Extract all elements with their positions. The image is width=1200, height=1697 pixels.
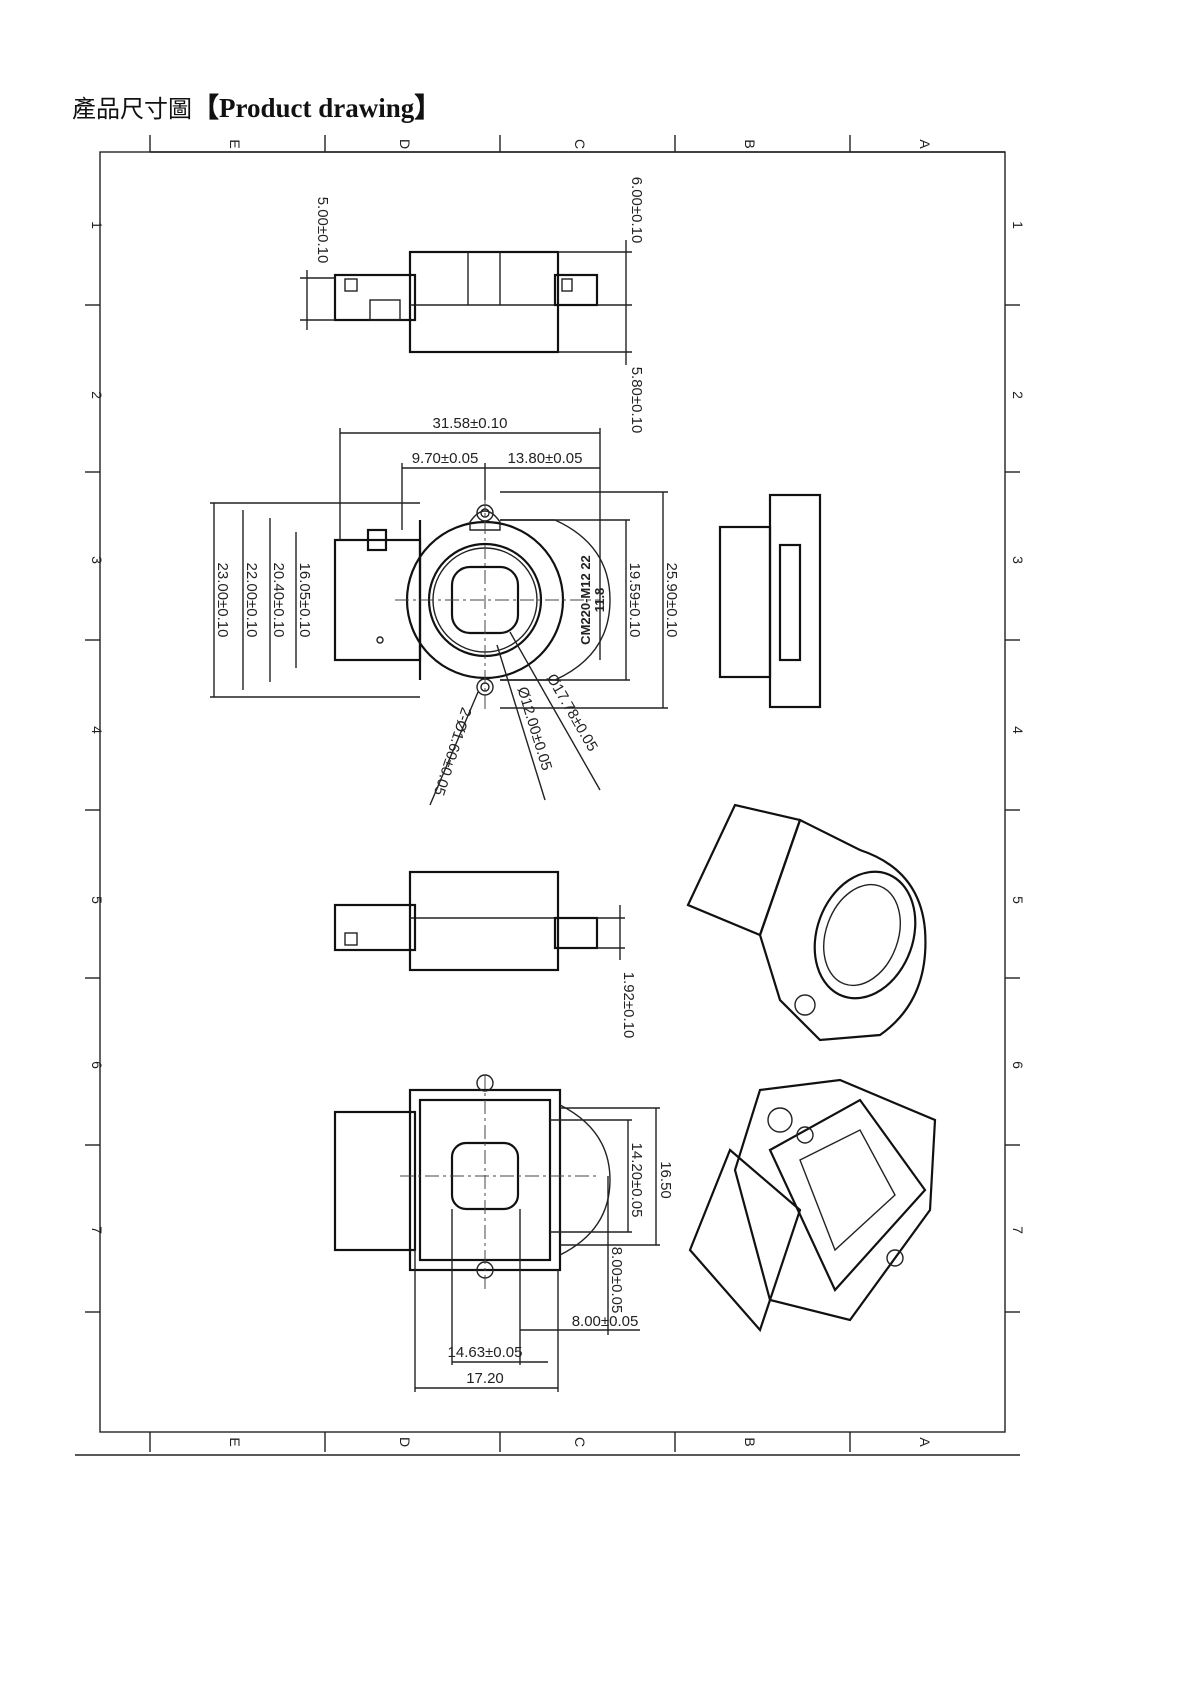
row-label: 4: [1010, 726, 1026, 734]
dimension-side-offset: 1.92±0.10: [620, 972, 637, 1039]
row-label: 6: [1010, 1061, 1026, 1069]
column-label: B: [742, 139, 758, 148]
column-label: C: [572, 139, 588, 149]
dimension-top-right-upper: 6.00±0.10: [628, 177, 645, 244]
part-marking-line2: 11.8: [592, 588, 607, 613]
title-chinese: 產品尺寸圖: [72, 95, 192, 123]
back-view: [333, 1074, 660, 1392]
column-label: A: [917, 139, 933, 149]
column-label: E: [227, 139, 243, 148]
dimension-back-inner-w: 14.63±0.05: [448, 1344, 523, 1361]
dimension-h-19: 19.59±0.10: [626, 563, 643, 638]
dimension-top-right-lower: 5.80±0.10: [628, 367, 645, 434]
isometric-view-back: [688, 1078, 937, 1333]
dimension-h-23: 23.00±0.10: [214, 563, 231, 638]
bottom-side-view: [333, 870, 625, 972]
row-label: 7: [89, 1226, 105, 1234]
dimension-overall-width: 31.58±0.10: [433, 415, 508, 432]
dimension-back-v-half: 8.00±0.05: [608, 1247, 625, 1314]
bracket-open: 【: [192, 93, 219, 123]
dimension-h-22: 22.00±0.10: [243, 563, 260, 638]
row-label: 7: [1010, 1226, 1026, 1234]
dimension-h-25: 25.90±0.10: [663, 563, 680, 638]
column-label: B: [742, 1437, 758, 1446]
part-marking-line1: CM220-M12 22: [578, 555, 593, 645]
row-label: 1: [89, 221, 105, 229]
dimension-back-inner-h: 14.20±0.05: [628, 1143, 645, 1218]
title-english: Product drawing: [219, 93, 415, 123]
row-label: 6: [89, 1061, 105, 1069]
dimension-top-height: 5.00±0.10: [314, 197, 331, 264]
column-label: A: [917, 1437, 933, 1447]
column-label: D: [397, 1437, 413, 1447]
row-label: 5: [89, 896, 105, 904]
dimension-right-offset: 13.80±0.05: [508, 450, 583, 467]
dimension-hole-dia: 2-Ø1.60±0.05: [430, 705, 474, 797]
row-label: 4: [89, 726, 105, 734]
row-label: 2: [1010, 391, 1026, 399]
front-view: [210, 428, 668, 806]
column-label: E: [227, 1437, 243, 1446]
dimension-back-outer-w: 17.20: [466, 1370, 504, 1387]
dimension-back-outer-h: 16.50: [657, 1161, 674, 1199]
drawing-frame: E E D D C C B B A A 1 1 2 2 3 3 4 4 5 5 6 6 7 7: [75, 135, 1026, 1456]
row-label: 2: [89, 391, 105, 399]
bracket-close: 】: [414, 93, 442, 123]
dimension-h-16: 16.05±0.10: [296, 563, 313, 638]
row-label: 3: [1010, 556, 1026, 564]
row-label: 5: [1010, 896, 1026, 904]
dimension-h-20: 20.40±0.10: [270, 563, 287, 638]
column-label: C: [572, 1437, 588, 1447]
isometric-view-front: [686, 803, 927, 1042]
row-label: 3: [89, 556, 105, 564]
side-view-right: [718, 493, 822, 709]
dimension-back-h-half: 8.00±0.05: [572, 1313, 639, 1330]
dimension-inner-dia: Ø12.00±0.05: [514, 685, 556, 773]
dimension-left-offset: 9.70±0.05: [412, 450, 479, 467]
page-title: 產品尺寸圖【Product drawing】: [72, 86, 441, 125]
column-label: D: [397, 139, 413, 149]
top-view: [300, 240, 632, 365]
dimension-labels: 5.00±0.10 6.00±0.10 5.80±0.10 31.58±0.10 9.7…: [214, 177, 680, 1387]
row-label: 1: [1010, 221, 1026, 229]
